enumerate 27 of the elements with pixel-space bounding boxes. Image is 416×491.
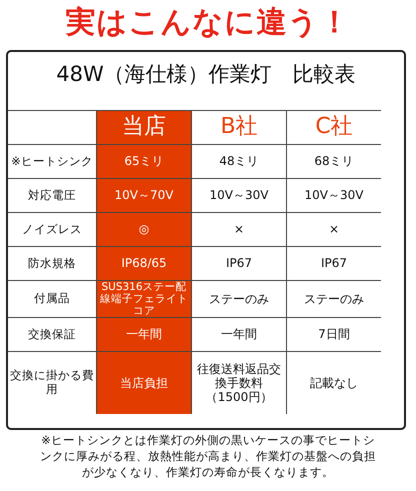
table-cell: IP67 xyxy=(286,246,381,280)
table-cell: 当店負担 xyxy=(96,352,192,414)
column-header: 当店 xyxy=(96,110,192,144)
footnote: ※ヒートシンクとは作業灯の外側の黒いケースの事でヒートシンクに厚みがる程、放熱性能が高まり、作業灯の基盤への負担が少なくなり、作業灯の寿命が長くなります。 xyxy=(40,432,376,480)
table-cell: 48ミリ xyxy=(192,144,286,178)
table-cell: 7日間 xyxy=(286,318,381,352)
table-cell: 10V～30V xyxy=(192,178,286,212)
table-cell: 一年間 xyxy=(192,318,286,352)
table-cell: 往復送料返品交換手数料（1500円） xyxy=(192,352,286,414)
table-cell: 10V～70V xyxy=(96,178,192,212)
column-header: B社 xyxy=(192,110,286,144)
table-cell: 10V～30V xyxy=(286,178,381,212)
table-cell: ステーのみ xyxy=(286,280,381,318)
table-cell: IP67 xyxy=(192,246,286,280)
table-cell: 一年間 xyxy=(96,318,192,352)
table-cell: ステーのみ xyxy=(192,280,286,318)
column-header: C社 xyxy=(286,110,381,144)
table-cell: SUS316ステー配線端子フェライトコア xyxy=(96,280,192,318)
table-heading: 48W（海仕様）作業灯 比較表 xyxy=(55,61,357,88)
table-cell: × xyxy=(286,212,381,246)
table-cell: IP68/65 xyxy=(96,246,192,280)
table-cell: × xyxy=(192,212,286,246)
table-cell: 68ミリ xyxy=(286,144,381,178)
table-cell: 記載なし xyxy=(286,352,381,414)
page-title: 実はこんなに違う！ xyxy=(64,4,352,42)
table-cell: 65ミリ xyxy=(96,144,192,178)
table-cell: ◎ xyxy=(96,212,192,246)
